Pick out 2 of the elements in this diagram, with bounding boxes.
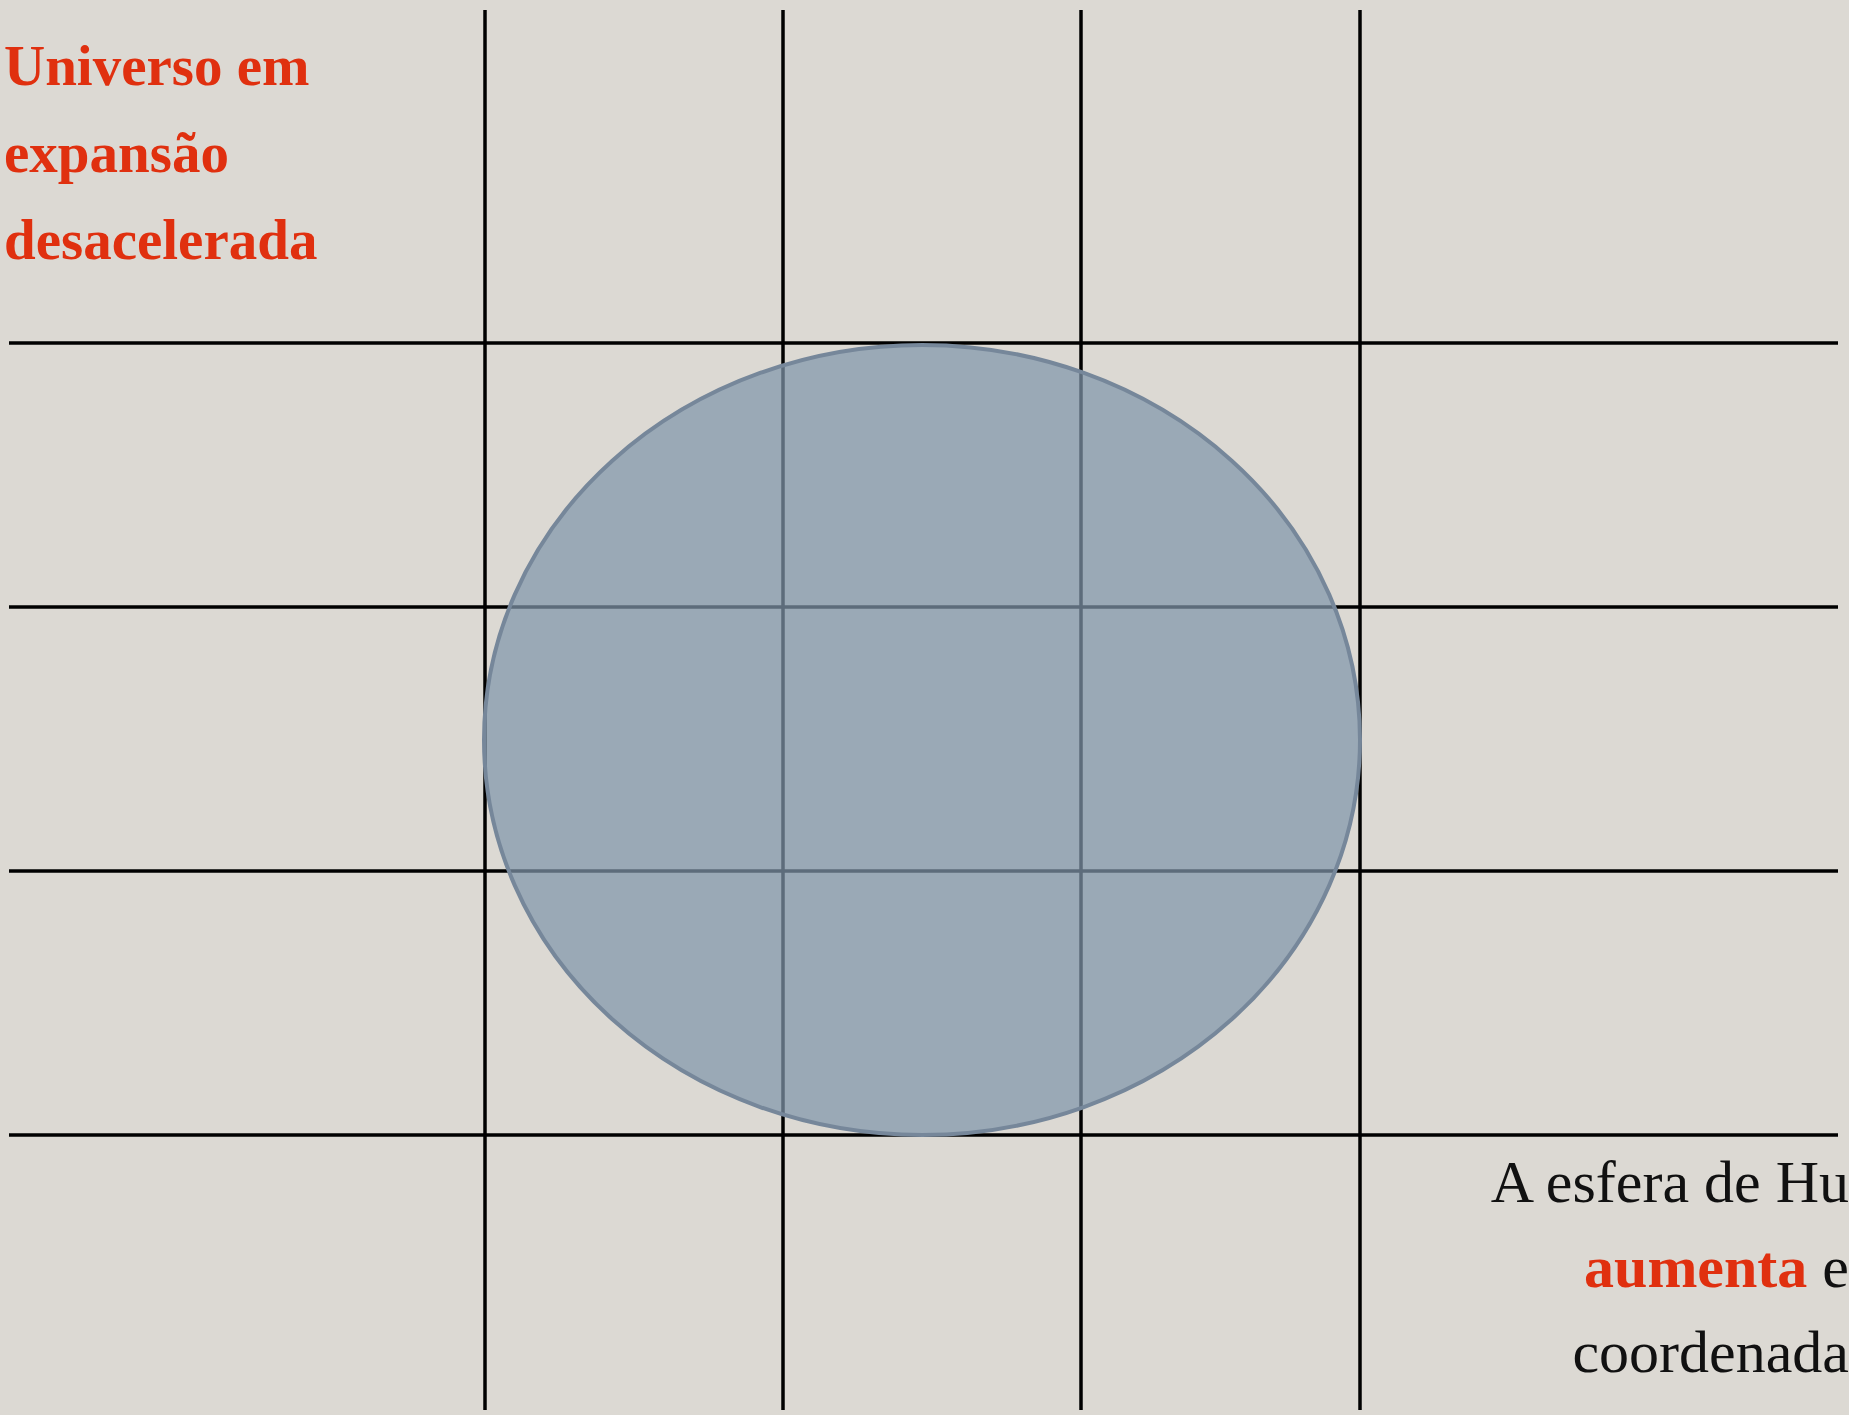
caption-text: A esfera de Hu aumenta e coordenada <box>1489 1148 1849 1387</box>
slide-title: Universo em expansão desacelerada <box>4 33 319 273</box>
